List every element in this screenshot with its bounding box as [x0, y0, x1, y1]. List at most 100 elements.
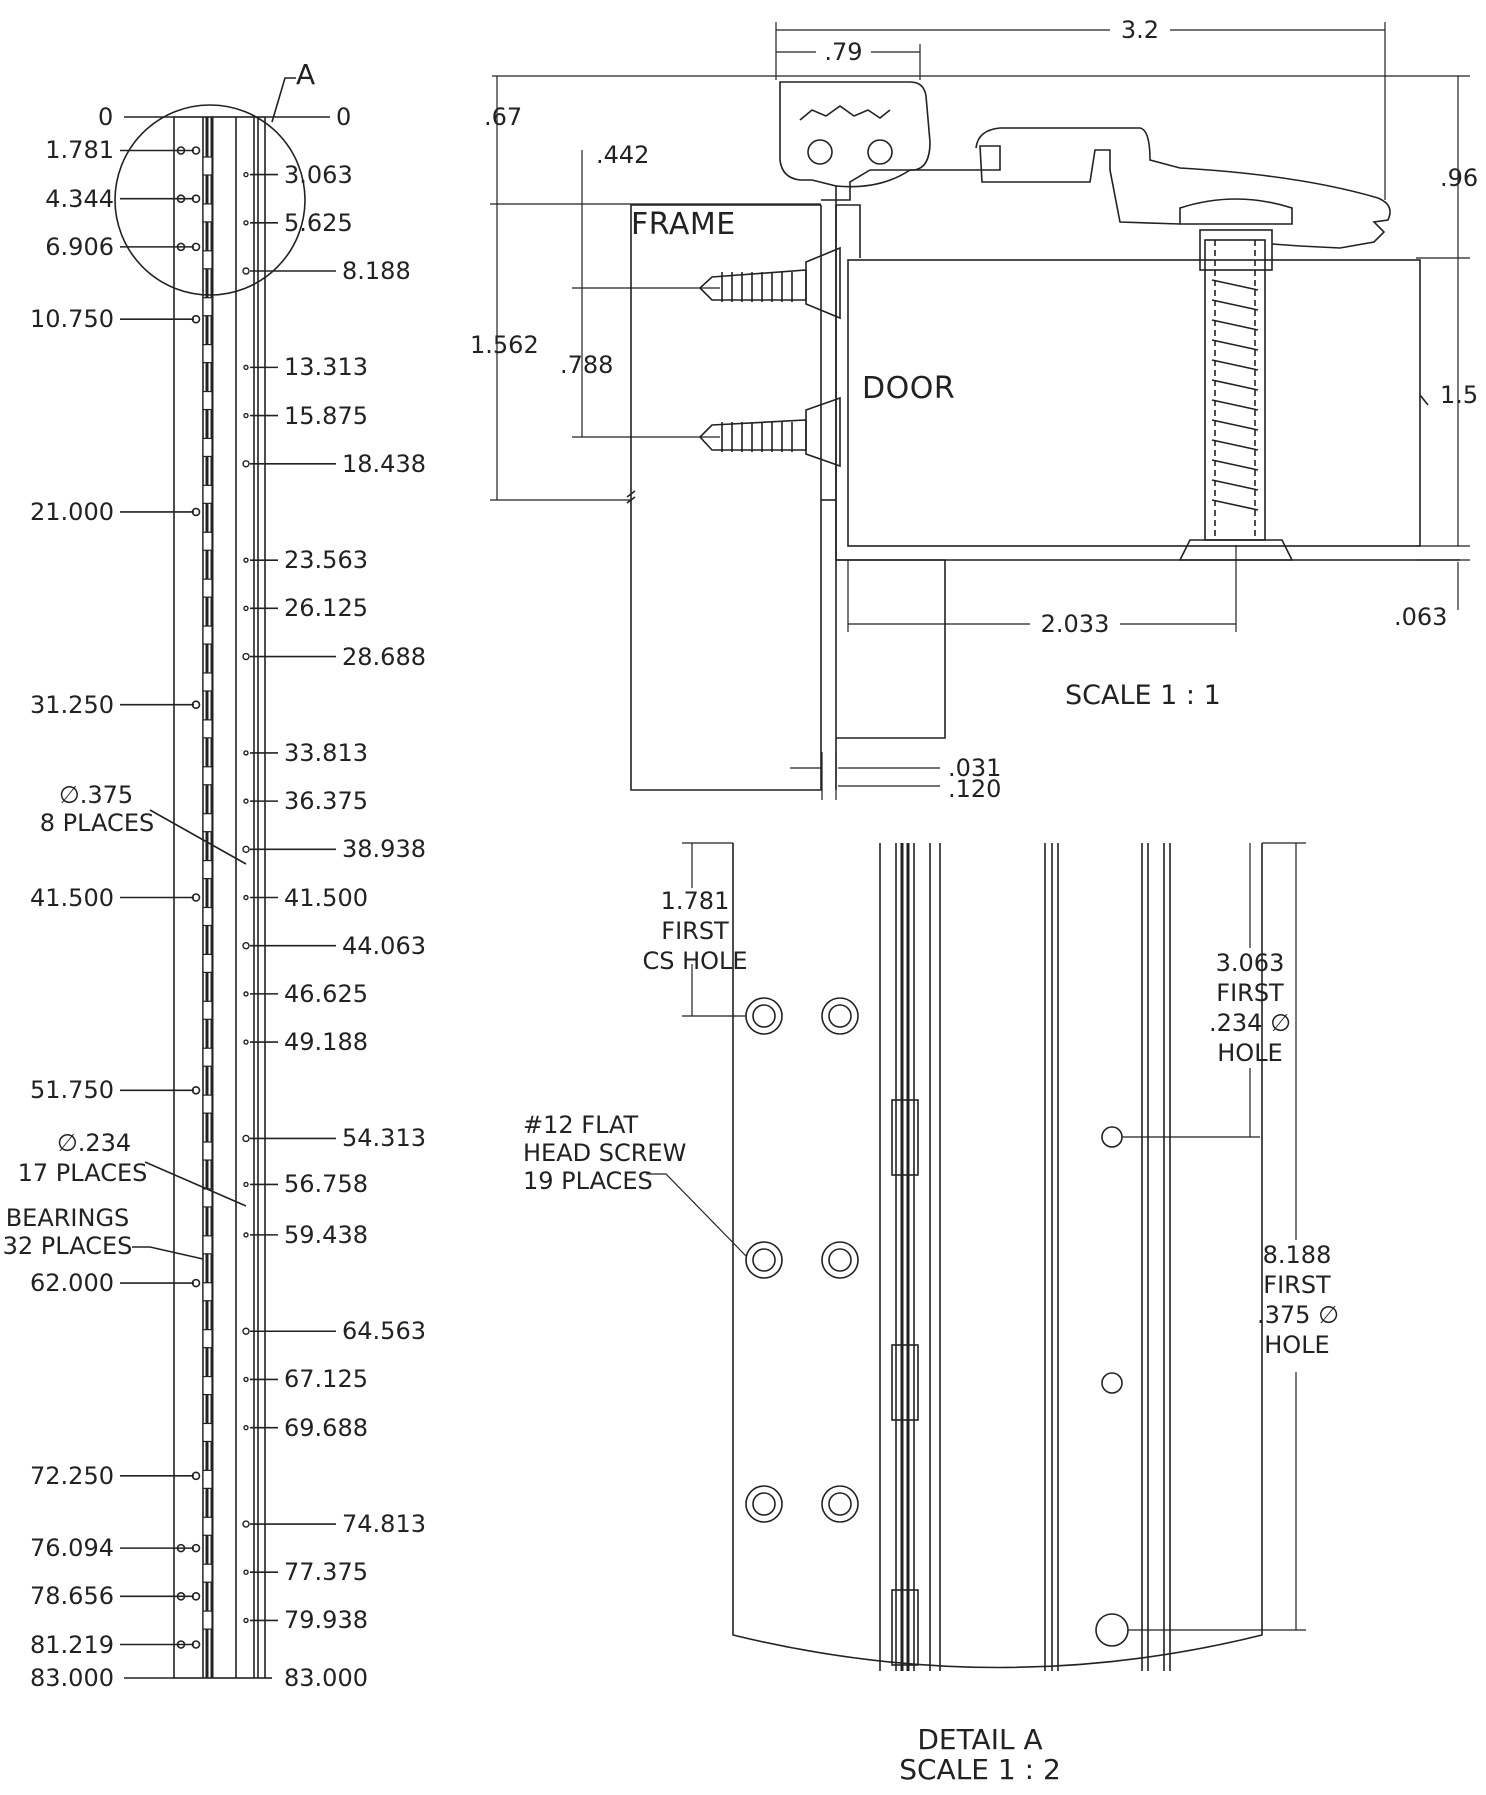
strip-left-dim-label: 21.000: [30, 497, 114, 526]
strip-hole: [242, 1134, 250, 1143]
dim-031: .031: [948, 754, 1002, 782]
detail-note-1781-first: FIRST: [661, 917, 729, 945]
strip-dim-top-right: 0: [336, 103, 352, 131]
strip-bearing: [202, 1422, 213, 1443]
strip-bearing: [202, 1516, 213, 1536]
strip-bearing: [202, 203, 213, 223]
strip-bearing: [202, 1141, 213, 1161]
detail-a-view: [732, 843, 1263, 1671]
strip-right-dim-label: 38.938: [342, 835, 426, 864]
strip-right-dim-label: 3.063: [284, 160, 353, 189]
strip-right-dim-label: 54.313: [342, 1124, 426, 1153]
strip-bearing: [202, 390, 213, 411]
strip-right-dim-label: 23.563: [284, 546, 368, 575]
dim-120: .120: [948, 775, 1002, 803]
strip-right-dim-label: 59.438: [284, 1220, 368, 1249]
strip-hole: [243, 1569, 249, 1575]
strip-right-dim-label: 41.500: [284, 883, 368, 912]
detail-note-screw-qty: 19 PLACES: [523, 1167, 653, 1195]
strip-hole: [243, 412, 249, 419]
strip-bearing: [202, 859, 213, 880]
strip-bearing: [202, 1469, 213, 1489]
strip-right-dim-label: 74.813: [342, 1510, 426, 1539]
strip-hole: [243, 1181, 249, 1188]
strip-note-375-qty: 8 PLACES: [39, 809, 155, 837]
strip-right-dim-label: 36.375: [284, 787, 368, 816]
strip-bearing: [202, 1000, 213, 1020]
detail-note-screw-size: #12 FLAT: [523, 1111, 639, 1139]
strip-right-dim-label: 8.188: [342, 256, 411, 285]
strip-hole: [243, 557, 249, 563]
label-frame: FRAME: [631, 207, 736, 242]
strip-bearing: [202, 250, 213, 270]
strip-right-dim-label: 28.688: [342, 642, 426, 671]
strip-left-dim-label: 62.000: [30, 1269, 114, 1298]
strip-bearing: [202, 1235, 213, 1255]
strip-bearing: [202, 953, 213, 974]
detail-a-circle: [114, 77, 306, 296]
dim-3-2: 3.2: [1110, 17, 1170, 43]
strip-bearing: [202, 1610, 213, 1630]
strip-note-bearings-qty: 32 PLACES: [2, 1232, 133, 1260]
strip-right-dim-label: 83.000: [284, 1664, 368, 1692]
strip-hole: [242, 267, 250, 275]
strip-note-375-dia: ∅.375: [58, 781, 134, 809]
dim-67: .67: [484, 103, 523, 131]
strip-left-dim-label: 81.219: [30, 1630, 114, 1659]
strip-hole: [243, 1232, 249, 1238]
strip-note-234-dia: ∅.234: [56, 1129, 132, 1157]
detail-note-3063-hole: HOLE: [1217, 1039, 1283, 1067]
strip-hole: [243, 1424, 249, 1431]
strip-bearing: [202, 672, 213, 692]
strip-bearing: [202, 156, 213, 176]
detail-note-8188-first: FIRST: [1263, 1271, 1331, 1299]
strip-bearing: [202, 766, 213, 786]
strip-right-dim-label: 18.438: [342, 449, 426, 478]
strip-left-dim-label: 83.000: [30, 1664, 114, 1692]
detail-note-8188-dia: .375 ∅: [1257, 1301, 1339, 1329]
strip-note-bearings: BEARINGS: [5, 1204, 130, 1232]
section-scale: SCALE 1 : 1: [1065, 680, 1221, 711]
strip-left-dim-label: 51.750: [30, 1076, 114, 1105]
strip-right-dim-label: 77.375: [284, 1558, 368, 1587]
strip-left-dim-label: 1.781: [45, 136, 114, 165]
strip-bearing: [202, 1282, 213, 1302]
strip-bearing: [202, 1329, 213, 1349]
strip-left-dim-label: 72.250: [30, 1461, 114, 1490]
detail-note-8188: 8.188: [1262, 1241, 1332, 1269]
strip-hole: [242, 1520, 250, 1528]
strip-bearing: [202, 1188, 213, 1208]
strip-bearing: [202, 1563, 213, 1583]
section-dimension-lines: [490, 22, 1470, 800]
strip-right-dim-label: 26.125: [284, 594, 368, 623]
strip-dim-top-left: 0: [98, 103, 114, 131]
strip-hole: [243, 220, 249, 226]
detail-dimension-lines: [646, 842, 1306, 1631]
strip-bearing: [202, 344, 213, 364]
detail-title: DETAIL A: [917, 1723, 1043, 1756]
strip-right-dim-label: 64.563: [342, 1317, 426, 1346]
strip-bearing: [202, 813, 213, 833]
detail-scale: SCALE 1 : 2: [899, 1753, 1061, 1786]
strip-hole: [243, 1617, 249, 1624]
strip-right-dim-label: 15.875: [284, 401, 368, 430]
strip-note-234-qty: 17 PLACES: [17, 1159, 148, 1187]
strip-bearing: [202, 531, 213, 551]
strip-right-dim-label: 79.938: [284, 1606, 368, 1635]
strip-hole: [243, 171, 249, 178]
detail-note-1781-cs-hole: CS HOLE: [642, 947, 748, 975]
dim-1-5: 1.5: [1440, 381, 1479, 409]
strip-right-dim-label: 44.063: [342, 931, 426, 960]
dim-96: .96: [1440, 164, 1479, 192]
strip-hole: [242, 1327, 250, 1335]
dim-788: .788: [560, 351, 614, 379]
strip-hole: [243, 605, 249, 612]
strip-right-dim-label: 13.313: [284, 353, 368, 382]
strip-right-dim-label: 33.813: [284, 738, 368, 767]
hinge-section-view: [626, 81, 1460, 791]
detail-note-1781: 1.781: [660, 887, 730, 915]
strip-right-dim-label: 49.188: [284, 1028, 368, 1057]
dim-063: .063: [1394, 603, 1448, 631]
detail-a-callout: A: [296, 58, 316, 91]
